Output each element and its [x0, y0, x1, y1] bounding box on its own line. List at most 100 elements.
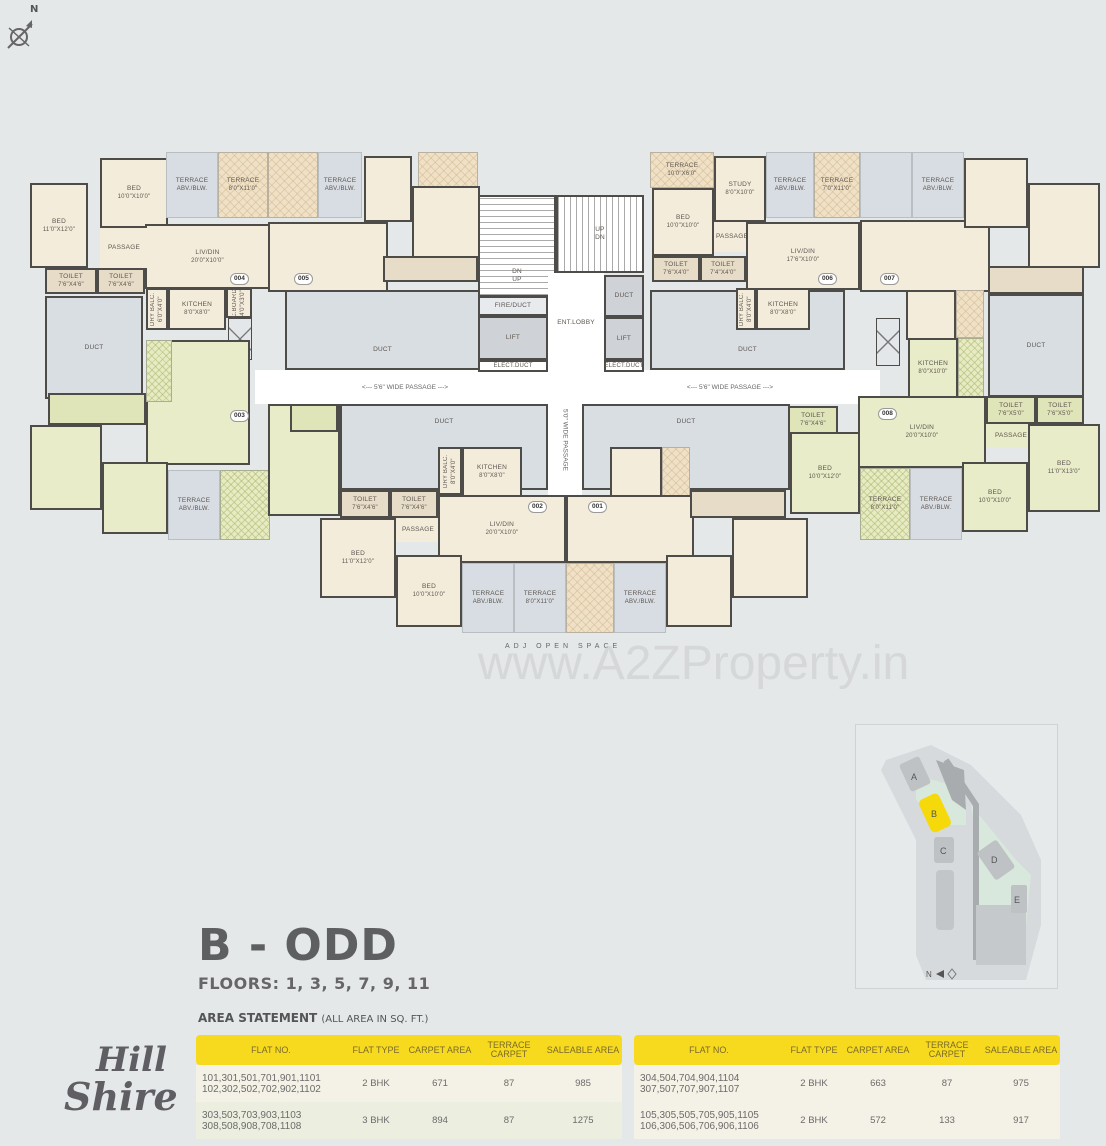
unit-004-passage: PASSAGE	[100, 228, 148, 268]
unit-004-bed-2: BED 10'0"X10'0"	[100, 158, 168, 228]
duct-far-left: DUCT	[45, 296, 143, 399]
table-header-row: FLAT NO. FLAT TYPE CARPET AREA TERRACE C…	[196, 1035, 622, 1065]
unit-004-bed-1: BED 11'0"X12'0"	[30, 183, 88, 268]
flat-type: 2 BHK	[784, 1102, 844, 1139]
unit-tag-006: 006	[818, 273, 837, 285]
building-B-highlighted: B	[919, 793, 951, 833]
carpet-area: 663	[844, 1065, 912, 1102]
building-title: B - ODD	[198, 920, 398, 971]
unit-008-terrace-1: TERRACE 8'0"X11'0"	[860, 468, 910, 540]
unit-006-liv-din: LIV/DIN 17'6"X10'0"	[746, 222, 860, 290]
saleable-area: 917	[982, 1102, 1060, 1139]
staircase-left: DN UP	[478, 195, 556, 297]
unit-008-toilet-0: TOILET 7'6"X4'6"	[788, 406, 838, 434]
compass-diamond-icon	[947, 968, 957, 980]
unit-002-dry-balcony: DRY BALC. 8'0"X4'0"	[438, 447, 462, 495]
unit-008-bed-3: BED 11'0"X13'0"	[1028, 424, 1100, 512]
svg-text:D: D	[991, 855, 998, 865]
unit-003-toilets	[48, 393, 146, 425]
logo-line-1: Hill	[96, 1040, 167, 1080]
unit-001-bed-2	[732, 518, 808, 598]
unit-004-terrace-2: TERRACE 8'0"X11'0"	[218, 152, 268, 218]
unit-003-dry-balcony	[146, 340, 172, 402]
unit-003-bed-1	[30, 425, 102, 510]
passage-vertical: 5'0" WIDE PASSAGE	[548, 370, 582, 510]
unit-007-bed-1	[964, 158, 1028, 228]
hill-shire-logo: Hill Shire	[62, 1040, 178, 1140]
building-E: E	[1011, 885, 1027, 913]
unit-002-terrace-1: TERRACE ABV./BLW.	[462, 563, 514, 633]
unit-008-toilet-1: TOILET 7'6"X5'0"	[986, 396, 1036, 424]
unit-004-toilet-2: TOILET 7'6"X4'6"	[97, 268, 145, 294]
unit-004-dry-balcony: DRY BALC. 6'0"X4'0"	[146, 288, 168, 330]
unit-001-living	[566, 495, 694, 563]
unit-001-kitchen	[610, 447, 662, 497]
unit-006-passage: PASSAGE	[714, 222, 750, 252]
svg-text:C: C	[940, 846, 947, 856]
unit-007-kitchen	[906, 290, 956, 340]
unit-007-dry-balcony	[956, 290, 984, 338]
unit-007-terrace: TERRACE ABV./BLW.	[912, 152, 964, 218]
terrace-carpet: 133	[912, 1102, 982, 1139]
area-table-left: FLAT NO. FLAT TYPE CARPET AREA TERRACE C…	[196, 1035, 622, 1139]
unit-001-toilets	[690, 490, 786, 518]
unit-002-toilet-1: TOILET 7'6"X4'6"	[340, 490, 390, 518]
passage-left: <--- 5'6" WIDE PASSAGE --->	[255, 370, 555, 404]
lift-left: LIFT	[478, 316, 548, 360]
unit-tag-001: 001	[588, 501, 607, 513]
site-map: A B C D E N	[881, 745, 1041, 980]
carpet-area: 572	[844, 1102, 912, 1139]
col-flat-type: FLAT TYPE	[784, 1035, 844, 1065]
svg-text:B: B	[931, 809, 937, 819]
unit-005-living	[268, 222, 388, 292]
unit-006-study: STUDY 8'0"X10'0"	[714, 156, 766, 222]
shaft-right	[876, 318, 900, 366]
unit-006-toilet-1: TOILET 7'6"X4'0"	[652, 256, 700, 282]
floors-label: FLOORS: 1, 3, 5, 7, 9, 11	[198, 974, 431, 993]
unit-008-kitchen: KITCHEN 8'0"X10'0"	[908, 338, 958, 398]
unit-003-terrace-2	[220, 470, 270, 540]
unit-001-bed-1	[666, 555, 732, 627]
entrance-lobby: ENT.LOBBY	[548, 273, 604, 373]
unit-001-terrace: TERRACE ABV./BLW.	[614, 563, 666, 633]
unit-003-terrace: TERRACE ABV./BLW.	[168, 470, 220, 540]
unit-tag-008: 008	[878, 408, 897, 420]
unit-001-dry-balcony	[662, 447, 690, 497]
unit-002-bed-2: BED 10'0"X10'0"	[396, 555, 462, 627]
table-header-row: FLAT NO. FLAT TYPE CARPET AREA TERRACE C…	[634, 1035, 1060, 1065]
duct-left-top: DUCT	[285, 290, 480, 370]
flat-type: 2 BHK	[784, 1065, 844, 1102]
site-key-plan: A B C D E N	[855, 724, 1058, 989]
unit-007-toilets	[988, 266, 1084, 294]
elect-duct-left: ELECT.DUCT	[478, 360, 548, 372]
watermark: www.A2ZProperty.in	[478, 637, 910, 690]
svg-text:E: E	[1014, 895, 1020, 905]
svg-text:A: A	[911, 772, 917, 782]
unit-005-terrace: TERRACE ABV./BLW.	[318, 152, 362, 218]
unit-007-bed-2	[1028, 183, 1100, 268]
unit-006-bed: BED 10'0"X10'0"	[652, 188, 714, 256]
unit-006-kitchen: KITCHEN 8'0"X8'0"	[756, 288, 810, 330]
flat-type: 3 BHK	[346, 1102, 406, 1139]
terrace-carpet: 87	[474, 1102, 544, 1139]
area-table-right: FLAT NO. FLAT TYPE CARPET AREA TERRACE C…	[634, 1035, 1060, 1139]
unit-002-terrace-2: TERRACE 8'0"X11'0"	[514, 563, 566, 633]
compass: N	[4, 4, 44, 52]
unit-tag-004: 004	[230, 273, 249, 285]
adj-open-space-label: ADJ OPEN SPACE	[505, 643, 622, 650]
building-A: A	[899, 756, 931, 792]
unit-003-toilet-3	[290, 404, 338, 432]
passage-right: <--- 5'6" WIDE PASSAGE --->	[580, 370, 880, 404]
col-carpet-area: CARPET AREA	[406, 1035, 474, 1065]
unit-008-dry-balcony	[958, 338, 984, 398]
unit-002-toilet-2: TOILET 7'6"X4'6"	[390, 490, 438, 518]
unit-005-terrace-hatch	[268, 152, 318, 218]
saleable-area: 985	[544, 1065, 622, 1102]
terrace-carpet: 87	[912, 1065, 982, 1102]
flat-type: 2 BHK	[346, 1065, 406, 1102]
col-flat-no: FLAT NO.	[634, 1035, 784, 1065]
staircase-right: UP DN	[556, 195, 644, 273]
